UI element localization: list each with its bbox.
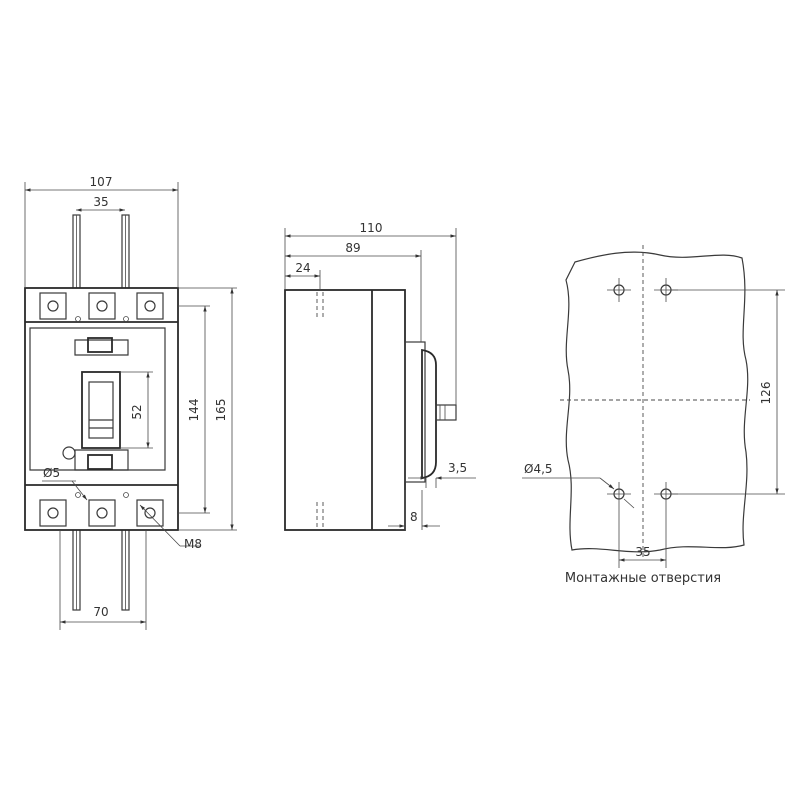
side-slots (316, 292, 324, 528)
dimension-35-top: 35 (76, 195, 125, 212)
dim-24-label: 24 (295, 261, 310, 275)
dimension-89: 89 (285, 241, 422, 342)
side-view: 110 89 24 3,5 8 (284, 221, 476, 531)
dim-52-label: 52 (130, 404, 144, 419)
dim-89-label: 89 (345, 241, 360, 255)
dim-3-5-label: 3,5 (448, 461, 467, 475)
bottom-terminal-block (25, 484, 178, 527)
dim-165-label: 165 (214, 399, 228, 422)
dimension-70: 70 (59, 530, 147, 630)
hole-centerlines (607, 278, 678, 568)
dim-126-label: 126 (759, 382, 773, 405)
dim-144-label: 144 (187, 399, 201, 422)
side-body (284, 289, 406, 531)
dimension-144: 144 (178, 305, 210, 514)
dimension-126: 126 (671, 289, 785, 495)
front-view: 107 35 144 165 52 (24, 175, 237, 630)
mounting-view: 126 Ø4,5 35 Монтажные отверстия (522, 245, 785, 586)
dimension-8: 8 (388, 490, 440, 530)
top-terminal-block (25, 292, 178, 323)
bottom-busbars (72, 524, 130, 611)
dimension-165: 165 (178, 287, 237, 531)
top-busbars (72, 214, 130, 296)
dimension-110: 110 (284, 221, 457, 405)
dimension-hole-5: Ø5 (42, 466, 88, 501)
cover-outline (29, 327, 166, 471)
dimension-107: 107 (24, 175, 179, 288)
dimension-3-5: 3,5 (408, 461, 476, 488)
dim-8-label: 8 (410, 510, 418, 524)
dim-70-label: 70 (93, 605, 108, 619)
dim-width-label: 107 (90, 175, 113, 189)
dim-hole-5-label: Ø5 (43, 466, 60, 480)
side-handle (404, 341, 457, 483)
dimension-35-mount: 35 (619, 545, 666, 562)
dim-thread-label: M8 (184, 537, 202, 551)
toggle-handle (81, 371, 121, 449)
dimension-hole-4-5: Ø4,5 (522, 462, 635, 509)
plate-outline (565, 251, 749, 553)
breaker-body (24, 287, 179, 531)
dimension-24: 24 (285, 261, 321, 290)
dim-35-mount-label: 35 (635, 545, 650, 559)
dimension-52: 52 (120, 371, 153, 449)
dim-110-label: 110 (360, 221, 383, 235)
dimension-m8: M8 (139, 504, 202, 551)
dim-hole-4-5-label: Ø4,5 (524, 462, 553, 476)
indicator-circle (62, 446, 76, 460)
dim-pole-pitch-label: 35 (93, 195, 108, 209)
mounting-caption: Монтажные отверстия (565, 571, 721, 586)
